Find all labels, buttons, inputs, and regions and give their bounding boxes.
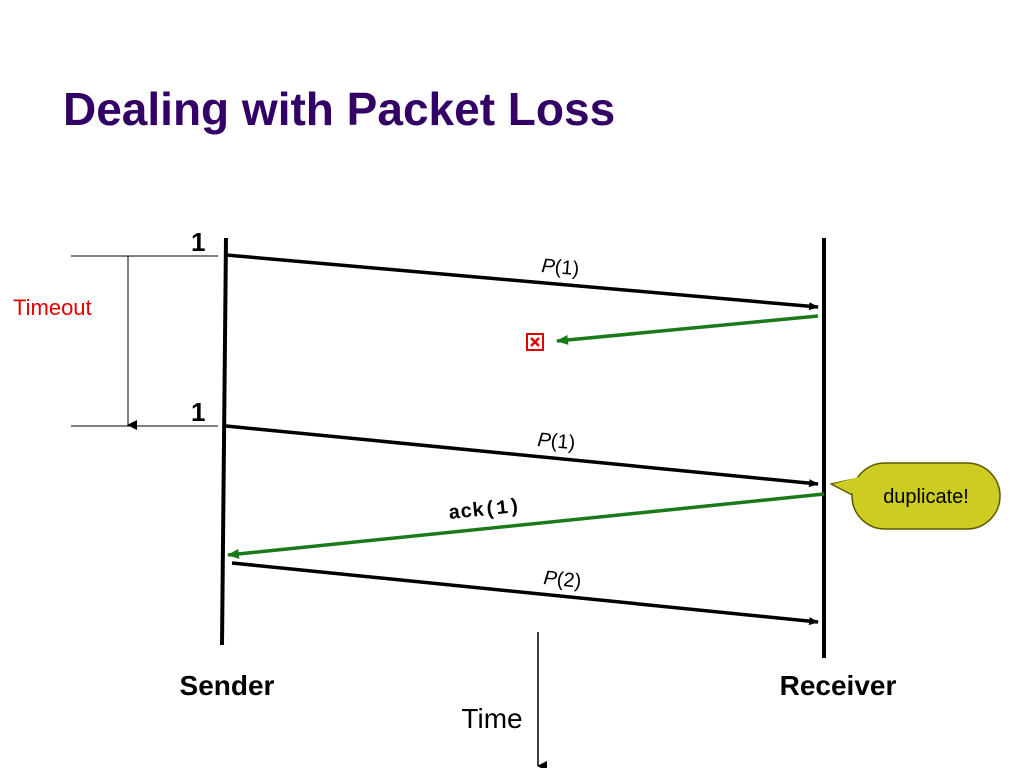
packet-2-label: P(1) [537, 429, 577, 454]
packet-2-arrow [225, 424, 819, 488]
packet-3-arrow [231, 561, 819, 626]
receiver-label: Receiver [780, 670, 897, 701]
packet-2-label-arg: (1) [550, 430, 576, 454]
packet-3-label-letter: P [543, 567, 559, 590]
time-label: Time [461, 703, 522, 734]
ack-arrow [227, 492, 825, 559]
seq-marker-2: 1 [191, 397, 205, 427]
packet-1-label-letter: P [541, 255, 557, 278]
sender-timeline [220, 237, 228, 646]
duplicate-callout: duplicate! [830, 462, 1001, 530]
timeout-label: Timeout [13, 295, 92, 320]
packet-3-label: P(2) [543, 567, 583, 593]
packet-1-label-arg: (1) [554, 256, 580, 280]
sender-label: Sender [180, 670, 275, 701]
seq-marker-1: 1 [191, 227, 205, 257]
packet-1-arrow [225, 253, 819, 311]
duplicate-callout-text: duplicate! [883, 486, 969, 508]
slide-title: Dealing with Packet Loss [63, 83, 616, 135]
ack-label: ack(1) [447, 496, 521, 526]
lost-ack-arrow [556, 314, 819, 345]
packet-3-label-arg: (2) [556, 568, 583, 592]
boxed-x-icon [526, 333, 544, 351]
packet-2-label-letter: P [537, 429, 553, 452]
packet-1-label: P(1) [541, 255, 581, 280]
